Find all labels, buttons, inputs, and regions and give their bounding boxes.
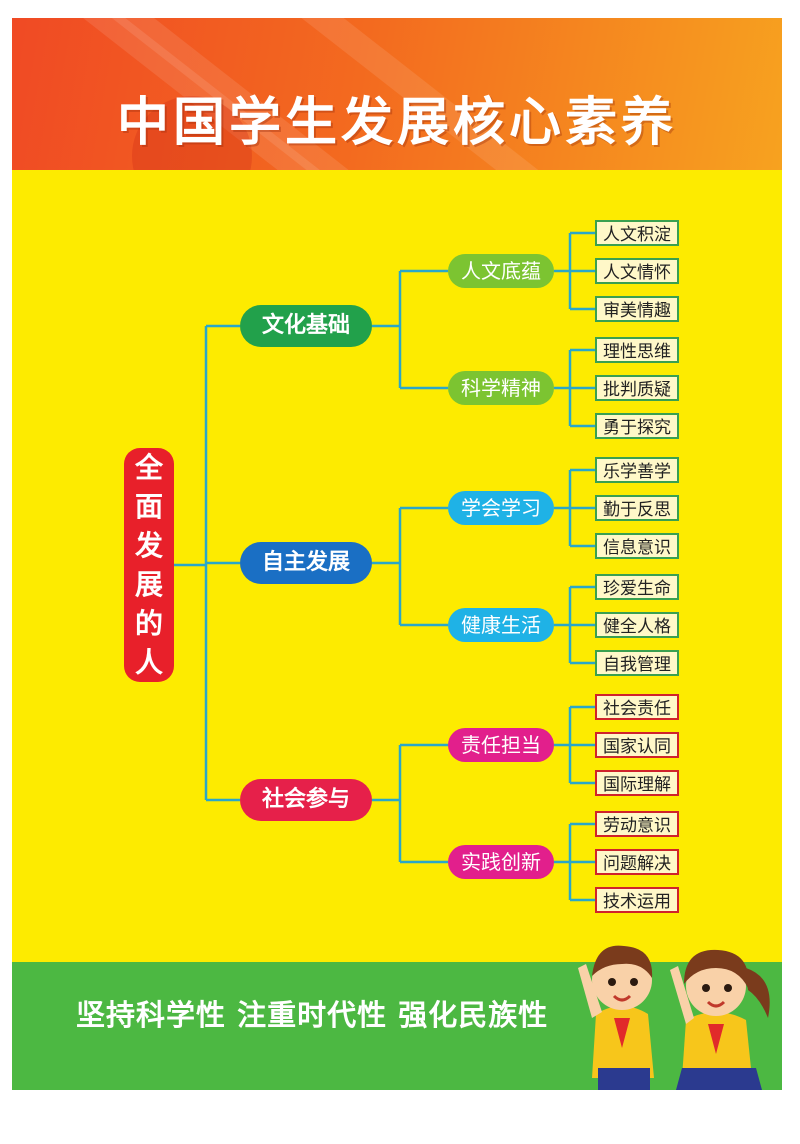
- leaf-node: 人文情怀: [595, 258, 679, 284]
- sub-branch-node: 科学精神: [448, 371, 554, 405]
- branch-node: 自主发展: [240, 542, 372, 584]
- sub-branch-node: 实践创新: [448, 845, 554, 879]
- sub-branch-node: 学会学习: [448, 491, 554, 525]
- leaf-node: 技术运用: [595, 887, 679, 913]
- leaf-node: 审美情趣: [595, 296, 679, 322]
- leaf-node: 勇于探究: [595, 413, 679, 439]
- students-illustration: [578, 945, 770, 1090]
- branch-node: 文化基础: [240, 305, 372, 347]
- leaf-node: 信息意识: [595, 533, 679, 559]
- root-char: 人: [134, 646, 163, 679]
- leaf-node: 自我管理: [595, 650, 679, 676]
- leaf-node: 勤于反思: [595, 495, 679, 521]
- root-char: 的: [134, 607, 163, 640]
- header-banner: 中国学生发展核心素养: [12, 18, 782, 170]
- leaf-node: 理性思维: [595, 337, 679, 363]
- sub-branch-node: 责任担当: [448, 728, 554, 762]
- root-char: 全: [134, 451, 163, 484]
- footer-banner: 坚持科学性 注重时代性 强化民族性: [12, 945, 782, 1090]
- leaf-node: 问题解决: [595, 849, 679, 875]
- sub-branch-node: 人文底蕴: [448, 254, 554, 288]
- leaf-node: 社会责任: [595, 694, 679, 720]
- sub-branch-node: 健康生活: [448, 608, 554, 642]
- branch-node: 社会参与: [240, 779, 372, 821]
- poster: 中国学生发展核心素养 全面发展的人 坚持科学性 注重时代性 强化民族性: [12, 18, 782, 1090]
- leaf-node: 乐学善学: [595, 457, 679, 483]
- leaf-node: 国际理解: [595, 770, 679, 796]
- root-char: 展: [134, 568, 163, 601]
- root-char: 面: [134, 490, 163, 523]
- leaf-node: 健全人格: [595, 612, 679, 638]
- leaf-node: 批判质疑: [595, 375, 679, 401]
- root-node: 全面发展的人: [124, 448, 174, 682]
- footer-slogan: 坚持科学性 注重时代性 强化民族性: [76, 998, 549, 1032]
- mind-map-connectors: [174, 231, 595, 902]
- leaf-node: 人文积淀: [595, 220, 679, 246]
- root-char: 发: [134, 529, 163, 562]
- leaf-node: 劳动意识: [595, 811, 679, 837]
- leaf-node: 珍爱生命: [595, 574, 679, 600]
- leaf-node: 国家认同: [595, 732, 679, 758]
- poster-title: 中国学生发展核心素养: [116, 93, 677, 153]
